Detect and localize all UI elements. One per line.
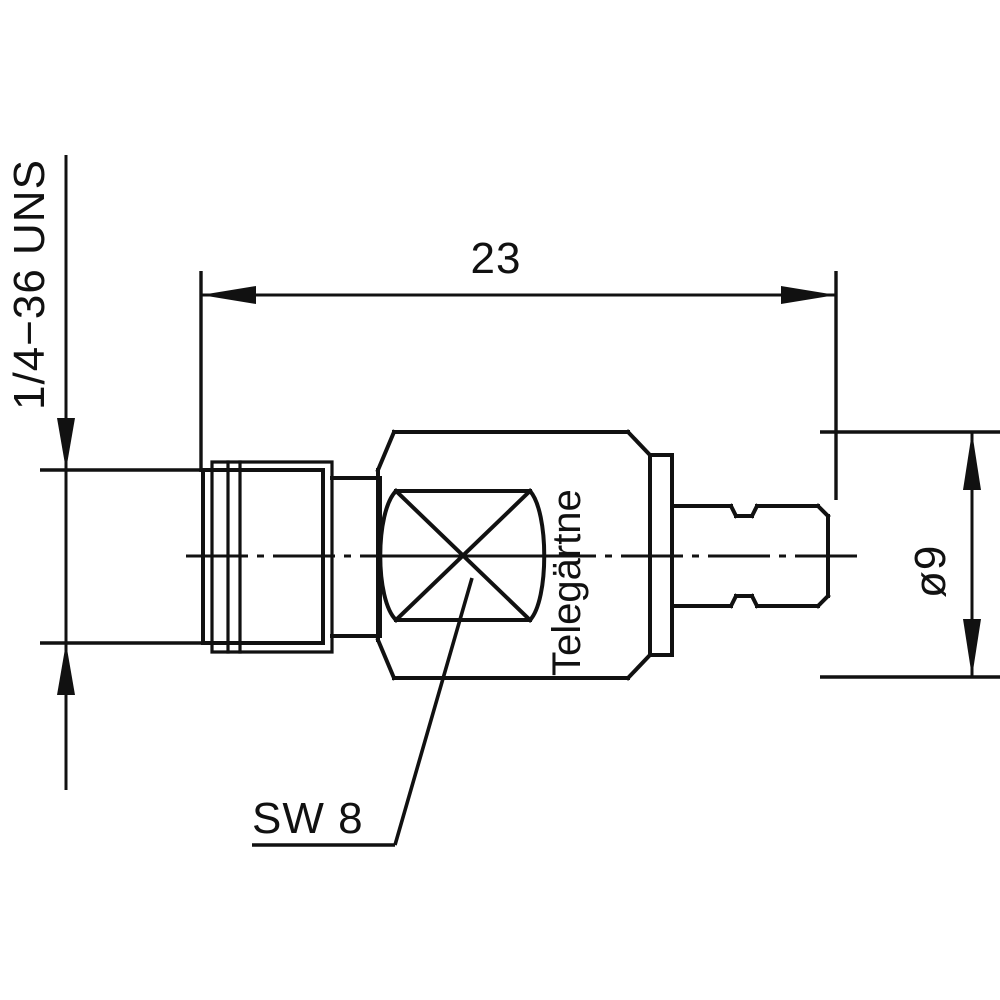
flange-chamfer-top [625,429,653,458]
diameter-dimension-group: ø9 [820,430,1000,679]
arrow-head-icon-length-left [201,286,256,304]
wrench-size-callout-group: SW 8 [252,577,474,847]
flange-chamfer-bottom [625,652,653,681]
leader-line-icon-sw8 [393,577,474,846]
thread-spec-label: 1/4−36 UNS [5,159,54,410]
hex-left-arc [378,488,399,623]
body-barrel-assembly: Telegärtne [545,429,674,681]
length-dimension-group: 23 [199,234,838,500]
arrow-head-icon-thread-bottom [57,643,75,695]
arrow-head-icon-length-right [781,286,836,304]
hex-chamfer-bottom-left [375,637,397,681]
manufacturer-brand-label: Telegärtne [545,489,589,676]
hex-chamfer-top-left [375,429,397,473]
plug-pin-assembly [670,503,831,609]
arrow-head-icon-thread-top [57,418,75,470]
length-dimension-label: 23 [471,234,522,283]
thread-spec-dimension-group: 1/4−36 UNS [5,155,208,790]
coupling-nut-body [201,468,325,645]
arrow-head-icon-diameter-bottom [963,619,981,677]
arrow-head-icon-diameter-top [963,432,981,490]
hex-right-arc [527,488,547,623]
wrench-size-label: SW 8 [252,794,364,843]
hex-body-assembly [375,429,609,681]
flange-block [648,453,674,657]
diameter-dimension-label: ø9 [906,545,955,598]
coupling-nut-collar [210,460,334,654]
